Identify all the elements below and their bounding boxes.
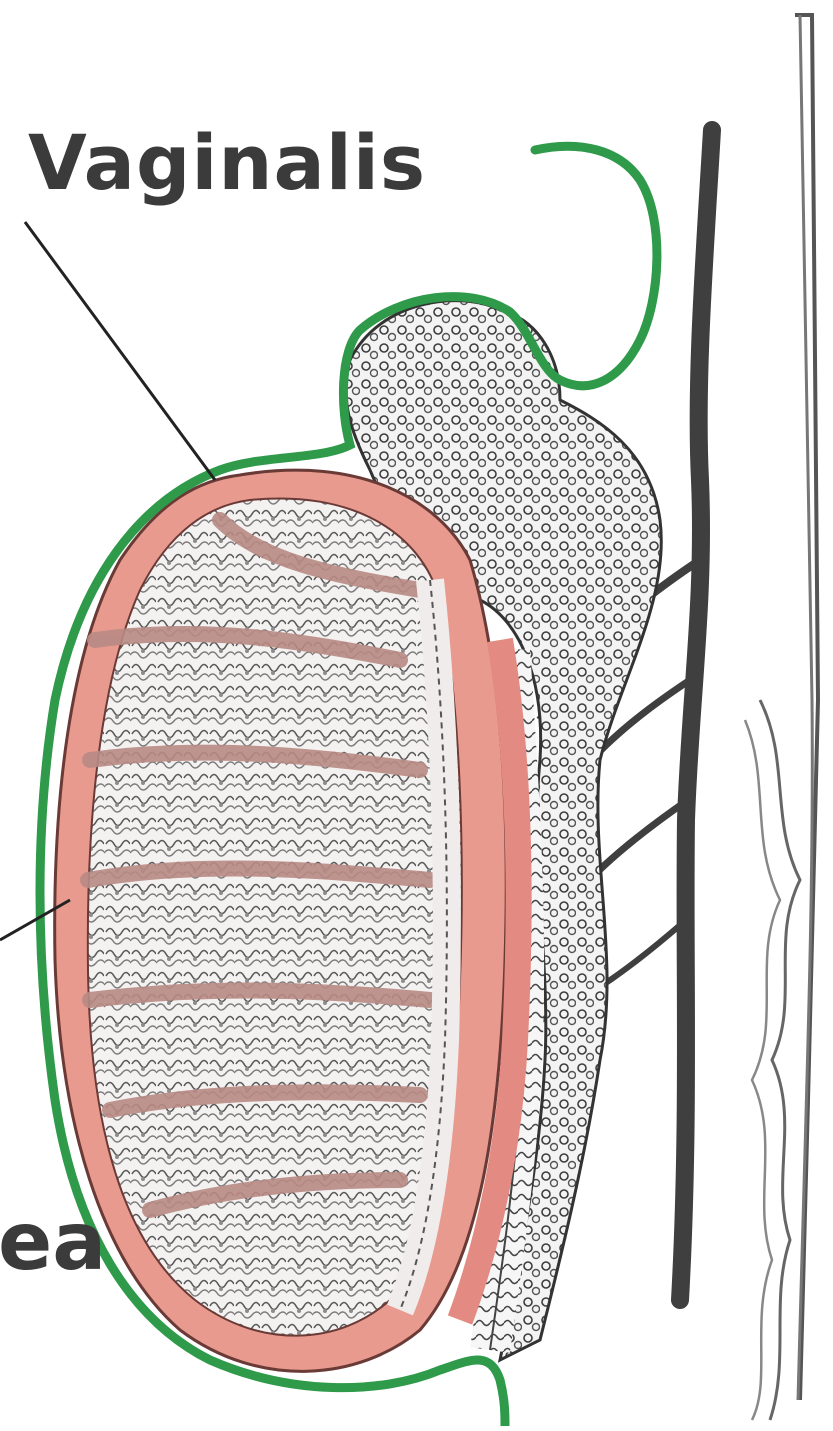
leader-line-vaginalis bbox=[25, 222, 215, 480]
testis-body bbox=[55, 470, 519, 1371]
label-albuginea-partial: ea bbox=[0, 1195, 106, 1288]
label-vaginalis: Vaginalis bbox=[28, 118, 426, 207]
spermatic-cord bbox=[745, 15, 818, 1420]
